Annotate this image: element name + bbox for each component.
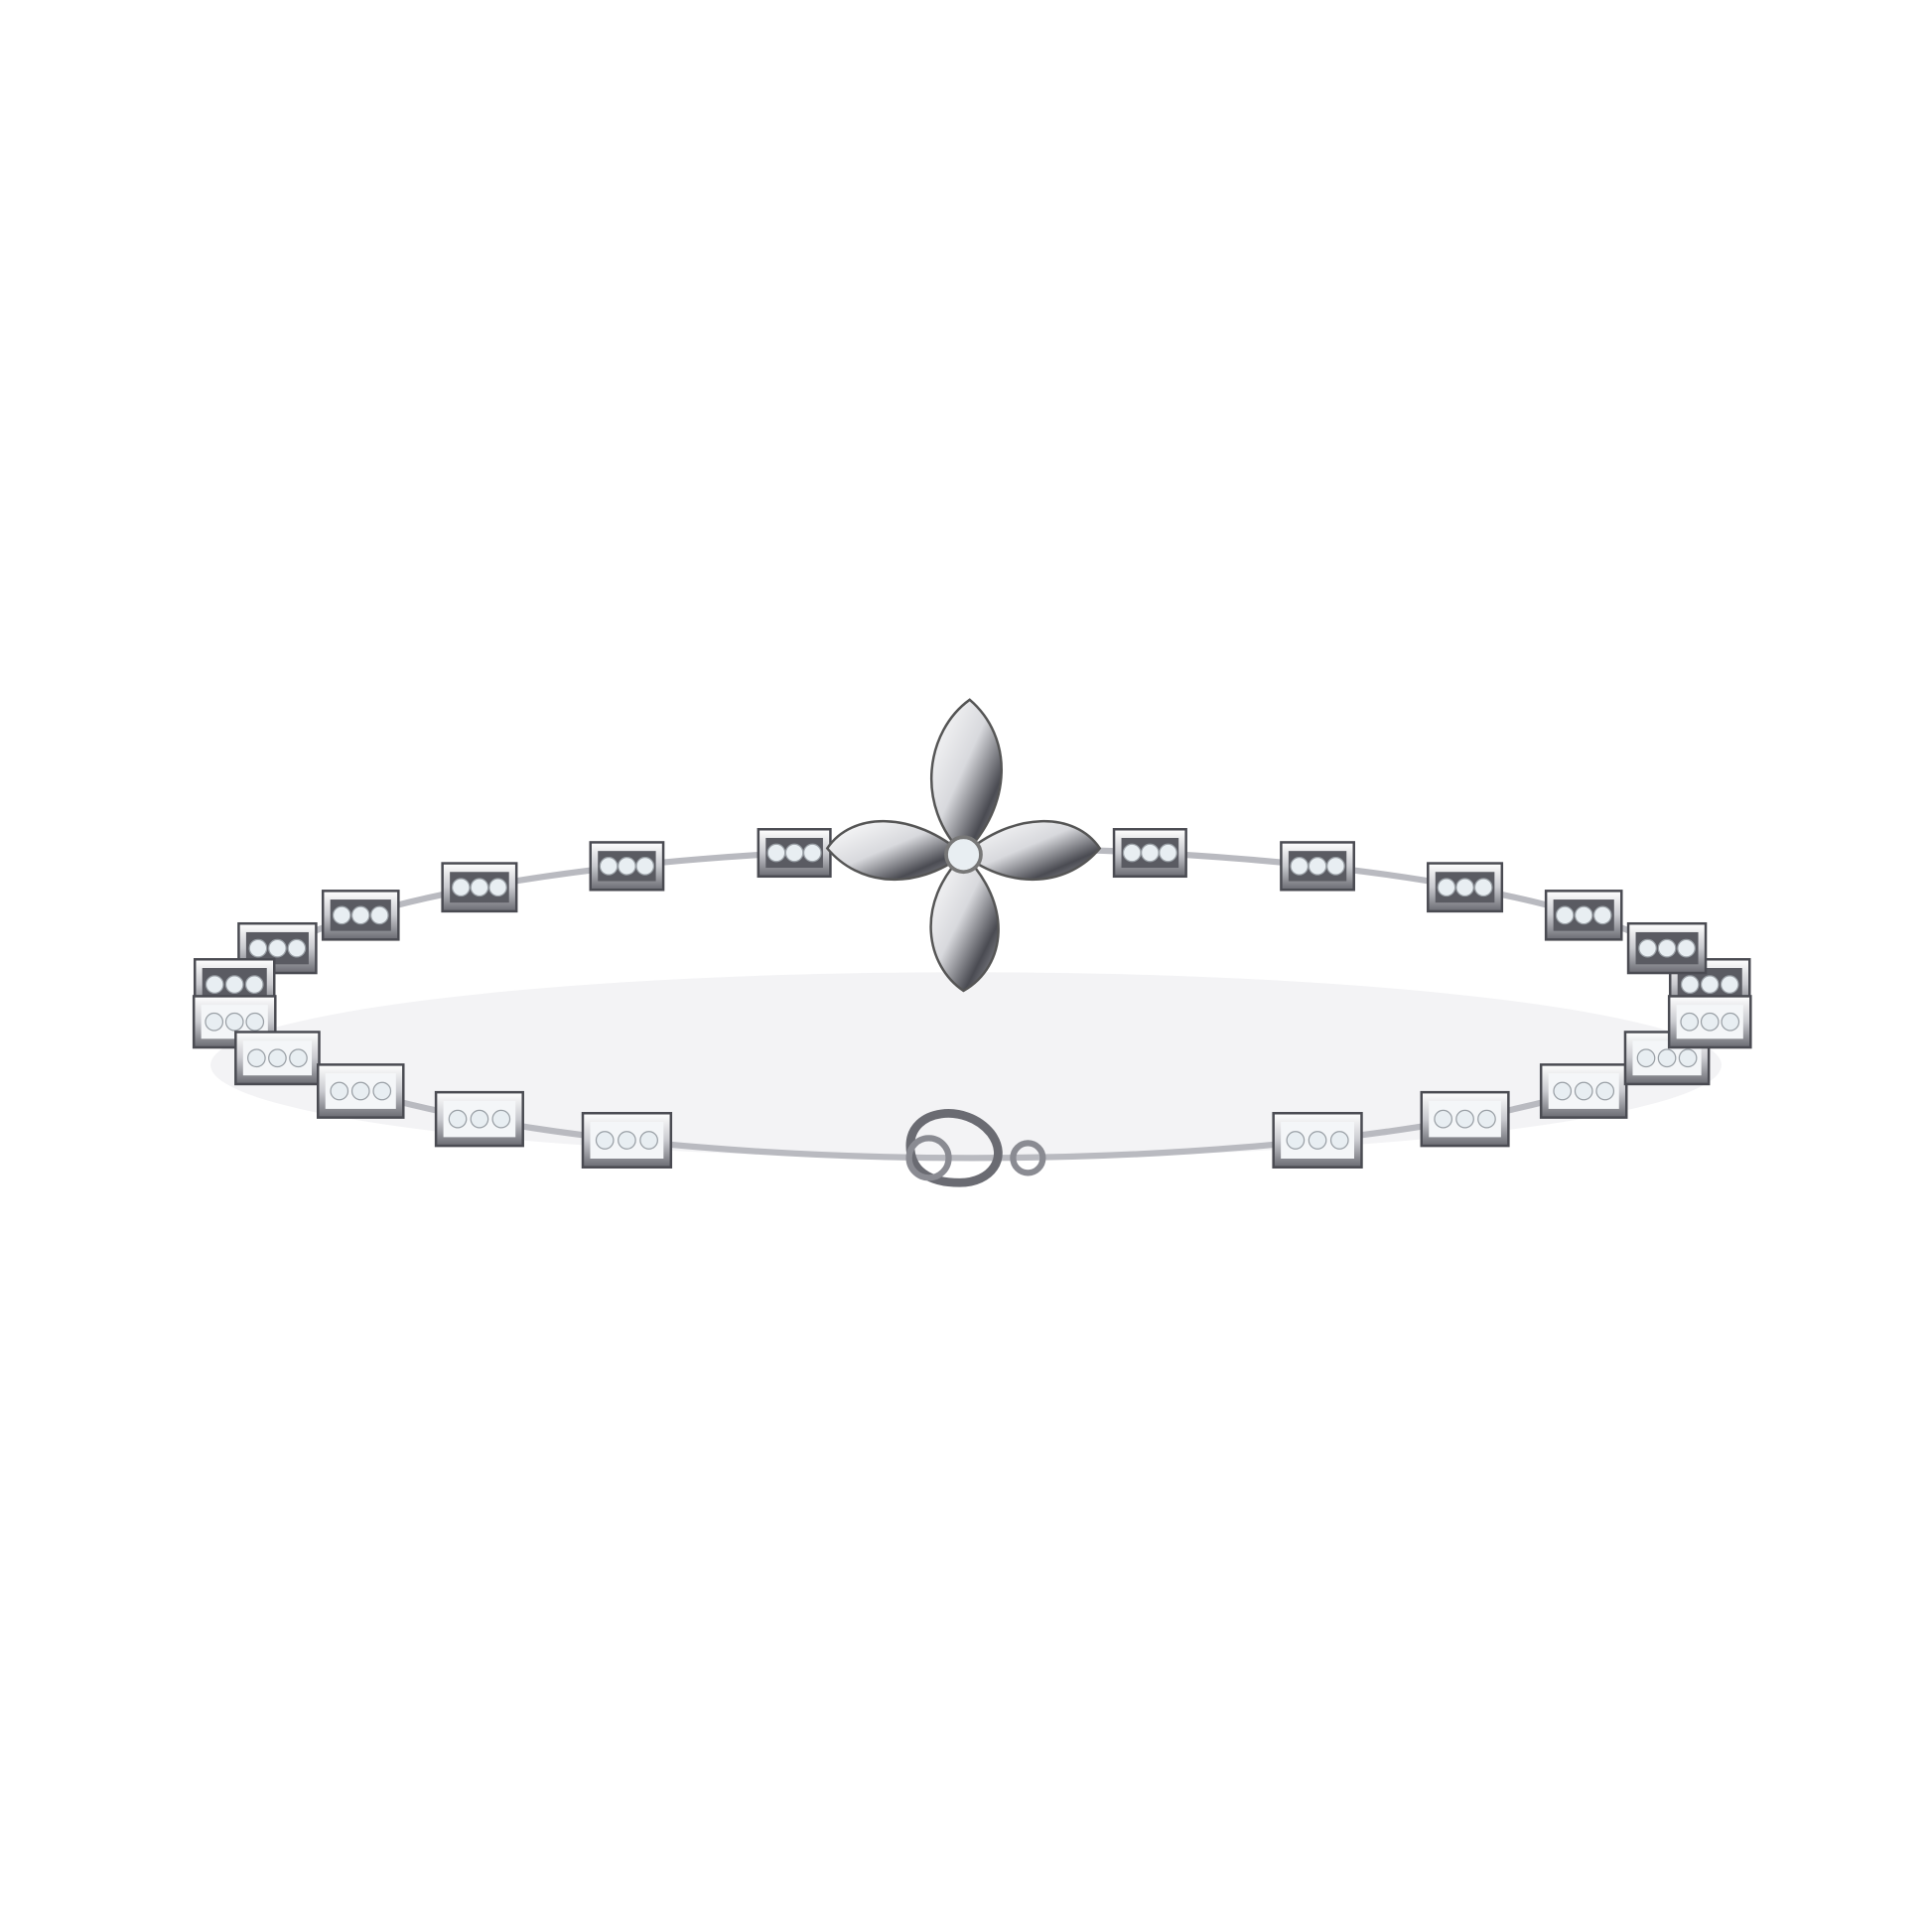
stone — [599, 856, 619, 876]
bracelet-link — [441, 862, 518, 913]
stone — [1141, 843, 1160, 863]
stone — [784, 843, 804, 863]
stone — [1437, 878, 1456, 897]
stone — [488, 878, 507, 897]
stone — [1122, 843, 1142, 863]
stone — [618, 856, 636, 876]
stone — [451, 878, 471, 897]
bracelet-link — [1626, 921, 1708, 975]
stone — [1555, 905, 1575, 925]
stone — [205, 975, 224, 994]
bracelet-link — [1272, 1112, 1363, 1169]
stone — [491, 1109, 511, 1129]
stone — [1308, 1131, 1327, 1150]
bracelet-link — [1544, 890, 1623, 941]
stone — [1477, 1109, 1496, 1129]
stone — [1657, 938, 1677, 958]
stone — [1678, 1048, 1698, 1068]
bracelet-link — [1420, 1090, 1510, 1148]
bracelet-link — [757, 828, 832, 879]
stone — [205, 1012, 224, 1032]
petal-right — [961, 819, 1102, 882]
bracelet-link — [581, 1112, 673, 1169]
bracelet-link — [1280, 841, 1355, 892]
stone — [1434, 1109, 1453, 1129]
stone — [1700, 1012, 1720, 1032]
stone — [470, 1109, 489, 1129]
stone — [639, 1131, 658, 1150]
bracelet-link — [316, 1063, 405, 1119]
stone — [1657, 1048, 1677, 1068]
stone — [247, 1048, 266, 1068]
petal-left — [825, 819, 966, 882]
stone — [244, 975, 264, 994]
bracelet-link — [589, 841, 665, 892]
bracelet-link — [434, 1090, 524, 1148]
stone — [369, 905, 389, 925]
petal-top — [929, 698, 1003, 857]
stone — [248, 938, 268, 958]
stone — [1574, 1081, 1593, 1101]
bracelet-link — [1112, 828, 1187, 879]
stone — [802, 843, 822, 863]
stone — [289, 1048, 308, 1068]
stone — [1677, 938, 1696, 958]
bracelet-link — [1427, 862, 1504, 913]
stone — [332, 905, 351, 925]
stone — [350, 905, 370, 925]
stone — [268, 938, 287, 958]
stone — [1329, 1131, 1349, 1150]
bracelet-link — [1667, 995, 1752, 1049]
stone — [1574, 905, 1593, 925]
stone — [245, 1012, 265, 1032]
stone — [1290, 856, 1310, 876]
stone — [635, 856, 655, 876]
stone — [268, 1048, 287, 1068]
stone — [1326, 856, 1345, 876]
stone — [1700, 975, 1720, 994]
stone — [1455, 878, 1474, 897]
stone — [1720, 975, 1739, 994]
bracelet-links — [192, 828, 1752, 1169]
stone — [595, 1131, 615, 1150]
stone — [287, 938, 307, 958]
stone — [1286, 1131, 1306, 1150]
stone — [372, 1081, 392, 1101]
stone — [766, 843, 786, 863]
stone — [448, 1109, 468, 1129]
stone — [618, 1131, 636, 1150]
stone — [1680, 975, 1700, 994]
center-stone — [944, 835, 983, 875]
stone — [1592, 905, 1612, 925]
stone — [470, 878, 489, 897]
bracelet-link — [234, 1031, 321, 1086]
petal-bottom — [929, 852, 1000, 993]
stone — [1159, 843, 1177, 863]
stone — [224, 1012, 244, 1032]
stone — [224, 975, 244, 994]
bracelet-link — [237, 921, 318, 975]
bracelet-link — [321, 890, 400, 941]
flower-charm — [825, 698, 1102, 993]
lobster-clasp — [905, 1109, 1046, 1187]
bracelet-shadow — [210, 972, 1722, 1159]
stone — [350, 1081, 370, 1101]
stone — [1595, 1081, 1615, 1101]
stone — [330, 1081, 349, 1101]
stone — [1721, 1012, 1740, 1032]
stone — [1680, 1012, 1700, 1032]
bracelet-link — [1539, 1063, 1628, 1119]
stone — [1636, 1048, 1656, 1068]
stone — [1638, 938, 1657, 958]
stone — [1553, 1081, 1573, 1101]
stone — [1473, 878, 1493, 897]
stone — [1308, 856, 1327, 876]
stone — [1455, 1109, 1474, 1129]
